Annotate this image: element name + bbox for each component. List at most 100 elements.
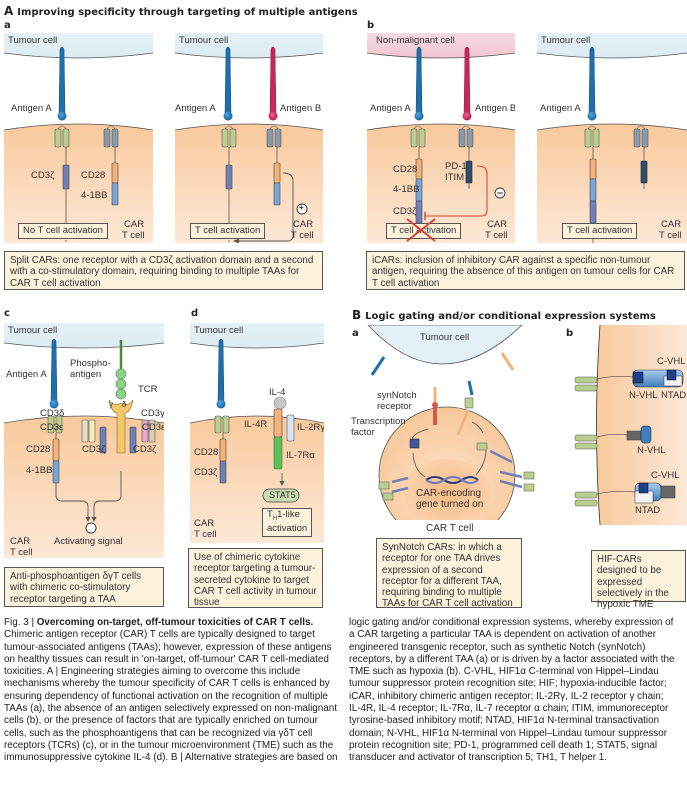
c-vhl-label-3: C-VHL [651,470,680,481]
phosphoantigen [115,368,127,380]
hif-car-2 [574,425,652,450]
panel-a-left: Tumour cell Antigen A CD3ζ CD28 4-1BB No… [4,33,153,243]
panel-c-letter: c [4,308,10,319]
il7ra-label: IL-7Rα [286,450,315,461]
il4-cytokine [273,396,287,410]
antigen-a-label: Antigen A [370,103,411,114]
synnotch-diagram [367,325,535,520]
blocked-x-icon [406,218,436,242]
cd28-label: CD28 [81,170,106,181]
legend-line: Chimeric antigen receptor (CAR) T cells … [4,629,315,641]
antigen-b [462,46,472,121]
stat5-label: STAT5 [269,490,296,500]
ntad-label-1: NTAD [661,390,687,401]
antigen-label: Antigen A [11,103,52,114]
car-t-cell-label: CAR T cell [426,523,474,534]
panel-b-left: Non-malignant cell Antigen A Antigen B C… [367,33,515,243]
plus-icon [85,522,97,534]
il7ra-domain [273,436,283,470]
tumour-cell-membrane [4,33,153,58]
panel-d-caption: Use of chimeric cytokine receptor target… [188,548,323,608]
panel-a-letter: a [4,20,11,31]
n-vhl-label-2: N-VHL [637,445,666,456]
panel-b-a-letter: a [352,328,359,339]
legend-line: receptors (TCRs) (c), or in the tumour m… [4,739,334,751]
legend-title-line: Fig. 3 | Overcoming on-target, off-tumou… [4,617,342,629]
cd28-label: CD28 [393,164,418,175]
legend-line: IL-4R, IL-4 receptor; IL-7Rα, IL-7 recep… [349,703,669,715]
4-1bb-label: 4-1BB [393,184,420,195]
tf-label-1: Transcription [351,416,406,427]
legend-line: engineered transgenic receptor, such as … [349,641,646,653]
car-receptors [378,397,535,501]
panel-a-right: Tumour cell Antigen A Antigen B + T cell… [175,33,323,243]
plus-sign: + [299,203,304,212]
hif-car-3 [574,482,676,507]
legend-line: TAAs (a), the absence of an antigen sele… [4,703,338,715]
th1-t: T [267,509,273,520]
stat5-pill [262,488,300,503]
t-cell-label: T cell [485,230,508,241]
car-label: CAR [10,536,31,547]
cd3d-label: CD3δ [40,408,65,419]
legend-line: domain; N-VHL, HIF1α N-terminal von Hipp… [349,727,668,739]
n-vhl-label-1: N-VHL [629,390,658,401]
legend-line: transducer and activator of transcriptio… [349,752,607,764]
panel-b-letter: b [367,20,375,31]
car-label: CAR [487,219,508,230]
legend-line: logic gating and/or conditional expressi… [349,617,674,628]
antigen-a-label: Antigen A [6,369,47,380]
ntad-label-3: NTAD [635,505,661,516]
legend-column-2: logic gating and/or conditional expressi… [349,617,685,765]
car-label: CAR [124,219,145,230]
section-b-title-text: Logic gating and/or conditional expressi… [365,311,656,322]
hif-car-diagram [574,325,687,525]
legend-line: receptors, by a different TAA (a) or is … [349,653,675,665]
cell-label: Tumour cell [541,35,591,46]
4-1bb-label: 4-1BB [81,190,108,201]
legend-line: protein recognition site; PD-1, programm… [349,739,658,751]
hif-car-panel: C-VHL N-VHL NTAD N-VHL C-VHL NTAD [555,325,687,525]
panel-a-caption: Split CARs: one receptor with a CD3ζ act… [4,251,323,290]
panel-b-right-diagram [537,33,687,243]
cd3z-left-label: CD3ζ [82,444,106,455]
antigen-b-label: Antigen B [280,103,322,114]
car-label: CAR [293,219,314,230]
th1-rest: 1-like [277,509,300,520]
panel-b-b-letter: b [566,328,574,339]
t-cell-label: T cell [291,230,314,241]
legend-line: tumour-associated antigens (TAAs); howev… [4,641,332,653]
legend-line: tyrosine-based inhibitory motif; NTAD, H… [349,715,660,727]
synnotch-panel: Tumour cell synNotch receptor Transcript… [350,325,545,520]
section-a-title-text: Improving specificity through targeting … [17,7,358,18]
plus-icon [296,203,308,215]
panel-d: Tumour cell IL-4 IL-4R IL-2Rγ IL-7Rα CD2… [190,323,324,543]
costim-arrow [237,172,294,242]
phosphoantigen-label-1: Phospho- [70,358,111,369]
itim-label: ITIM [445,172,464,183]
gamma-label: γ [109,400,113,409]
legend-line: iCAR, inhibitory chimeric antigen recept… [349,690,664,702]
legend-line: immunosuppressive cytokine IL-4 (d). B |… [4,752,338,764]
panel-b-right: Tumour cell Antigen A T cell activation … [537,33,687,243]
activating-signal-label: Activating signal [54,536,123,547]
legend-line: toxicities. A | Engineering strategies a… [4,666,301,678]
legend-line: TME such as hypoxia (b). C-VHL, HIF1α C-… [349,666,659,678]
cd3e-left-label: CD3ε [40,422,64,433]
legend-line: tumour suppressor protein recognition si… [349,678,667,690]
section-b-letter: B [352,308,362,322]
t-cell-label: T cell [194,529,217,540]
legend-line: cells, such as the phosphoantigens that … [4,727,313,739]
cd28-domain [111,162,119,184]
t-cell-label: T cell [659,230,682,241]
legend-line: mechanisms whereby the tumour specificit… [4,678,330,690]
pd1-itim-domain [465,160,473,184]
phosphoantigen-label-2: antigen [70,369,102,380]
tumour-cell-label: Tumour cell [420,332,470,343]
hif-car-caption: HIF-CARs designed to be expressed select… [591,550,686,610]
legend-line: ensuring dependency of functional activa… [4,690,328,702]
antigen-a [587,46,597,121]
antigen-b-label: Antigen B [475,103,515,114]
